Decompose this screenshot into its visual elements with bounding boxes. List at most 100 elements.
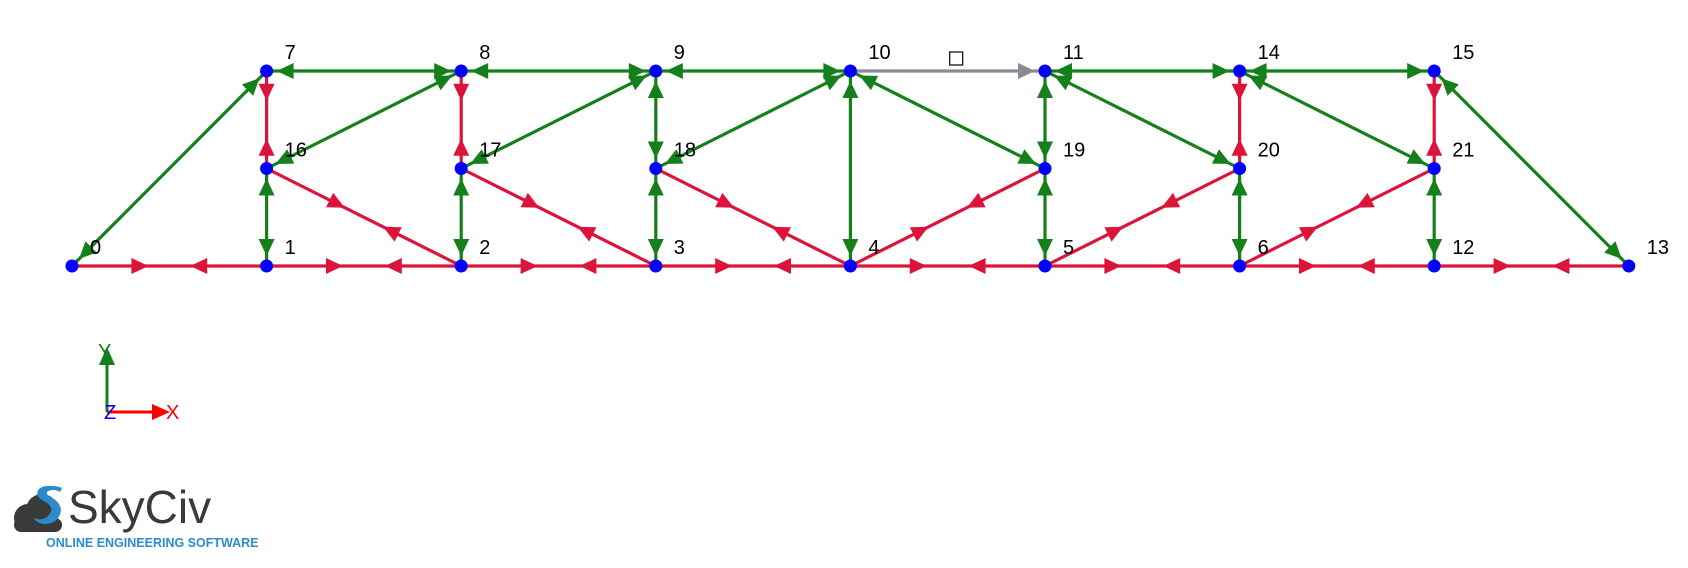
member-21-6[interactable] [1238, 167, 1435, 268]
compression-arrow-icon [647, 81, 664, 98]
members-layer [70, 69, 1630, 268]
compression-arrow-icon [1055, 63, 1072, 79]
tension-arrow-icon [131, 258, 149, 274]
zero-force-arrow-icon [1018, 63, 1035, 79]
node-label-13: 13 [1647, 237, 1669, 259]
member-8-16[interactable] [265, 69, 462, 170]
compression-arrow-icon [258, 239, 275, 256]
node-label-19: 19 [1063, 140, 1085, 162]
compression-arrow-icon [471, 63, 489, 79]
node-label-14: 14 [1258, 42, 1280, 64]
tension-arrow-icon [1299, 258, 1316, 274]
node-21[interactable] [1427, 162, 1441, 175]
compression-arrow-icon [79, 241, 97, 259]
tension-arrow-icon [966, 192, 986, 208]
tension-arrow-icon [1426, 83, 1443, 101]
compression-arrow-icon [241, 78, 260, 96]
node-label-0: 0 [90, 237, 101, 259]
member-11-20[interactable] [1044, 69, 1241, 170]
node-20[interactable] [1233, 162, 1247, 175]
compression-arrow-icon [1037, 239, 1053, 256]
compression-arrow-icon [665, 63, 683, 79]
member-0-7[interactable] [70, 69, 268, 268]
compression-arrow-icon [823, 63, 841, 79]
compression-arrow-icon [453, 178, 470, 196]
compression-arrow-icon [1231, 239, 1248, 256]
compression-arrow-icon [433, 75, 453, 91]
member-18-4[interactable] [655, 167, 852, 268]
compression-arrow-icon [842, 239, 859, 256]
compression-arrow-icon [842, 81, 859, 98]
tension-arrow-icon [909, 226, 929, 242]
tension-arrow-icon [577, 226, 597, 242]
compression-arrow-icon [647, 178, 664, 196]
node-7[interactable] [260, 64, 274, 78]
node-label-8: 8 [479, 42, 490, 64]
node-label-9: 9 [674, 42, 685, 64]
tension-arrow-icon [1163, 258, 1181, 274]
tension-arrow-icon [520, 192, 540, 208]
compression-arrow-icon [1037, 178, 1053, 196]
compression-arrow-icon [1407, 63, 1425, 79]
z-axis-label: Z [104, 402, 116, 424]
node-4[interactable] [843, 259, 857, 273]
compression-arrow-icon [1037, 141, 1053, 159]
node-label-10: 10 [868, 42, 890, 64]
node-label-20: 20 [1258, 140, 1280, 162]
compression-arrow-icon [470, 149, 489, 164]
node-12[interactable] [1427, 259, 1441, 273]
node-5[interactable] [1038, 259, 1052, 273]
node-label-4: 4 [868, 237, 879, 259]
node-17[interactable] [454, 162, 468, 175]
compression-arrow-icon [1053, 75, 1073, 91]
member-19-4[interactable] [849, 167, 1046, 268]
node-8[interactable] [454, 64, 468, 78]
node-2[interactable] [454, 259, 468, 273]
node-6[interactable] [1233, 259, 1247, 273]
node-label-12: 12 [1452, 237, 1474, 259]
node-18[interactable] [649, 162, 663, 175]
tension-arrow-icon [190, 258, 208, 274]
logo-name: SkyCiv [68, 481, 212, 533]
tension-arrow-icon [1426, 138, 1443, 156]
member-10-19[interactable] [849, 69, 1046, 170]
compression-arrow-icon [647, 239, 664, 256]
node-14[interactable] [1233, 64, 1247, 78]
tension-arrow-icon [715, 192, 734, 208]
member-15-13[interactable] [1433, 69, 1630, 268]
node-label-1: 1 [285, 237, 296, 259]
compression-arrow-icon [859, 75, 879, 91]
member-14-21[interactable] [1238, 69, 1435, 170]
node-16[interactable] [260, 162, 274, 175]
node-9[interactable] [649, 64, 663, 78]
member-20-5[interactable] [1044, 167, 1241, 268]
member-17-3[interactable] [460, 167, 657, 268]
compression-arrow-icon [258, 178, 275, 196]
skyciv-cloud-logo-icon [14, 486, 62, 532]
node-15[interactable] [1427, 64, 1441, 78]
tension-arrow-icon [520, 258, 538, 274]
tension-arrow-icon [1356, 192, 1375, 208]
node-label-15: 15 [1452, 42, 1474, 64]
compression-arrow-icon [1248, 75, 1268, 91]
node-10[interactable] [843, 64, 857, 78]
node-3[interactable] [649, 259, 663, 273]
node-1[interactable] [260, 259, 274, 273]
node-11[interactable] [1038, 64, 1052, 78]
node-label-7: 7 [285, 42, 296, 64]
node-13[interactable] [1622, 259, 1636, 273]
tension-arrow-icon [258, 83, 275, 101]
selection-square-marker[interactable] [949, 51, 964, 66]
node-19[interactable] [1038, 162, 1052, 175]
tension-arrow-icon [1161, 192, 1181, 208]
node-label-18: 18 [674, 140, 696, 162]
member-9-17[interactable] [460, 69, 657, 170]
member-10-18[interactable] [655, 69, 852, 170]
compression-arrow-icon [1249, 63, 1267, 79]
member-16-2[interactable] [265, 167, 462, 268]
tension-arrow-icon [258, 138, 275, 156]
tension-arrow-icon [774, 258, 791, 274]
node-0[interactable] [65, 259, 79, 273]
